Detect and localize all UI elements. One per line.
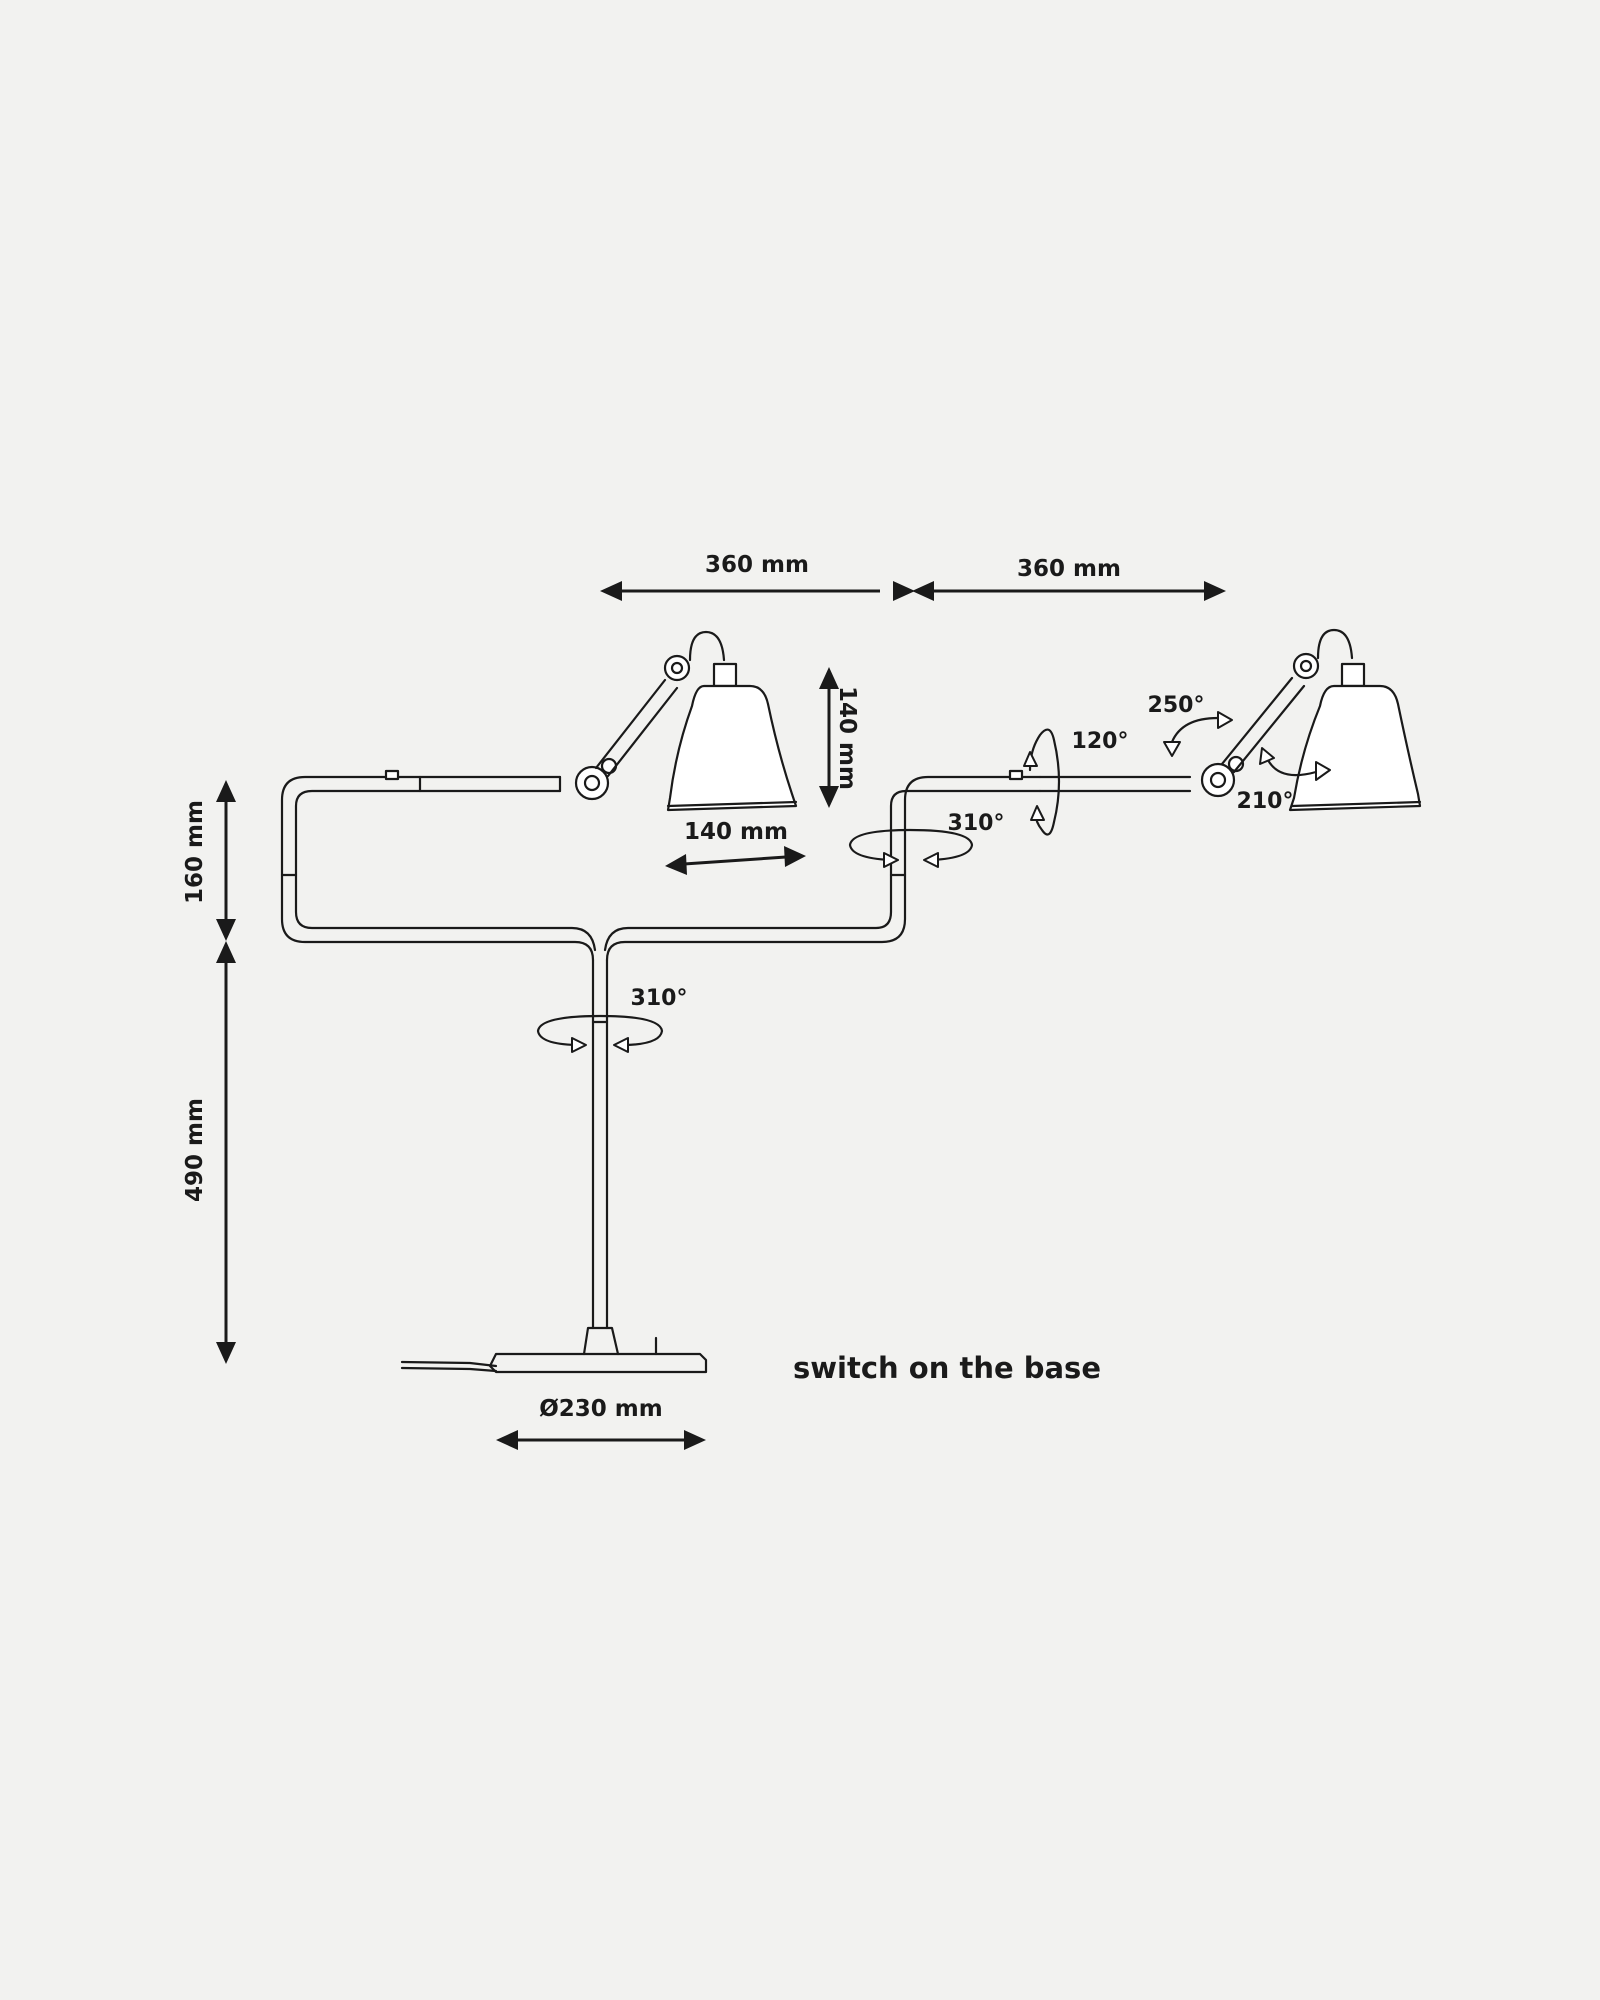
right-hinge-upper-inner (1299, 659, 1313, 673)
open-arrowhead (613, 1037, 629, 1053)
arrowhead (600, 581, 622, 601)
arrowhead (819, 786, 839, 808)
open-arrowhead (1030, 805, 1045, 821)
power-cable (400, 1360, 498, 1373)
rotation-labels: 250° 210° 120° 310° 310° (631, 693, 1294, 1011)
left-hinge-upper-inner (670, 661, 684, 675)
arrowhead (216, 941, 236, 963)
left-elbow-arm (594, 678, 679, 778)
left-hinge-lower (574, 765, 610, 801)
right-socket (1340, 662, 1366, 688)
arrowhead (1204, 581, 1226, 601)
base-hub (582, 1326, 620, 1356)
left-knob (600, 757, 618, 775)
right-hinge-lower (1200, 762, 1236, 798)
lamp-illustration (280, 628, 1422, 1374)
lamp-frame-outer (280, 775, 595, 962)
right-shade (1288, 684, 1422, 812)
lamp-frame-inner-line (294, 789, 1042, 952)
label-shade-width: 140 mm (684, 819, 788, 845)
left-bracket (688, 630, 726, 662)
label-arm-vertical: 120° (1072, 729, 1129, 754)
arrowhead (216, 919, 236, 941)
left-hinge-lower-inner (583, 774, 601, 792)
right-arm-clip (1008, 769, 1024, 781)
rotation-arc-upright (848, 828, 974, 862)
right-hinge-upper (1292, 652, 1320, 680)
dim-shade-width-line (683, 855, 787, 866)
arrowhead (216, 1342, 236, 1364)
label-stem-height: 490 mm (182, 1098, 208, 1202)
lamp-frame-inner (605, 775, 1042, 962)
label-shade-height: 140 mm (834, 686, 860, 790)
dimension-labels: 360 mm 360 mm 140 mm 140 mm 160 mm 490 m… (182, 552, 1121, 1422)
open-arrowhead (923, 852, 939, 868)
rotation-arc-stem (536, 1014, 664, 1047)
arrowhead (496, 1430, 518, 1450)
label-offset-height: 160 mm (182, 800, 208, 904)
label-tilt-lower: 210° (1237, 789, 1294, 814)
rotation-arc-tilt-lower (1266, 758, 1318, 777)
right-bracket (1316, 628, 1354, 660)
right-arm (1038, 775, 1192, 793)
left-arm-clip (384, 769, 400, 781)
arrowhead (665, 854, 687, 875)
open-arrowhead (1163, 741, 1181, 757)
open-arrowhead (1315, 761, 1331, 781)
label-base-diameter: Ø230 mm (539, 1396, 663, 1422)
left-shade (666, 684, 798, 812)
rotation-arc-tilt-upper (1170, 716, 1220, 744)
lamp-base (488, 1352, 708, 1374)
label-stem-horizontal: 310° (631, 986, 688, 1011)
arrowhead (684, 1430, 706, 1450)
left-socket (712, 662, 738, 688)
label-arm-left-width: 360 mm (705, 552, 809, 578)
left-arm (418, 775, 562, 793)
open-arrowhead (1217, 711, 1233, 729)
arrowhead (784, 846, 806, 867)
left-shade-rim (666, 800, 798, 808)
label-arm-right-width: 360 mm (1017, 556, 1121, 582)
arrowhead (819, 667, 839, 689)
right-hinge-lower-inner (1209, 771, 1227, 789)
open-arrowhead (1259, 747, 1275, 765)
label-arm-horizontal: 310° (948, 811, 1005, 836)
open-arrowhead (1023, 751, 1038, 767)
open-arrowhead (571, 1037, 587, 1053)
arrowhead (893, 581, 915, 601)
arrowhead (912, 581, 934, 601)
switch-note: switch on the base (793, 1351, 1101, 1385)
left-hinge-upper (663, 654, 691, 682)
right-elbow-arm (1220, 676, 1306, 774)
dimension-lines (216, 581, 1226, 1450)
rotation-indicators (536, 711, 1331, 1053)
label-tilt-upper: 250° (1148, 693, 1205, 718)
right-shade-rim (1290, 800, 1422, 808)
open-arrowhead (883, 852, 899, 868)
arrowhead (216, 780, 236, 802)
